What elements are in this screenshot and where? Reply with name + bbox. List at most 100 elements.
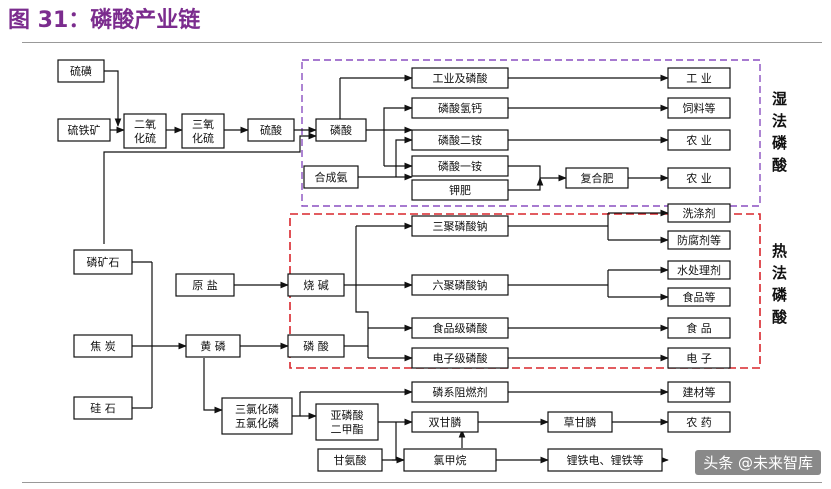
node-linsuan-wet: 磷酸: [315, 118, 367, 142]
node-label: 建材等: [683, 385, 716, 399]
node-label: 复合肥: [581, 171, 614, 185]
node-liutie: 硫磺: [57, 59, 105, 83]
watermark: 头条 @未来智库: [695, 450, 821, 475]
node-label: 农 业: [686, 133, 712, 147]
node-label: 三聚磷酸钠: [433, 219, 488, 233]
node-dianziji: 电子级磷酸: [411, 347, 509, 369]
node-box: [411, 155, 509, 177]
node-liutiekuang: 硫铁矿: [57, 118, 111, 142]
node-label: 甘氨酸: [334, 453, 367, 467]
node-fuhefei: 复合肥: [565, 167, 629, 189]
node-label: 工 业: [686, 72, 712, 85]
node-box: [181, 113, 225, 149]
node-label: 磷酸氢钙: [438, 101, 482, 115]
node-label: 硅 石: [90, 402, 116, 415]
node-label: 洗涤剂: [683, 206, 716, 220]
title-divider: [22, 42, 822, 43]
node-box: [315, 118, 367, 142]
node-label: 化硫: [192, 131, 214, 145]
node-yuanyan: 原 盐: [175, 273, 235, 297]
node-linxizuranji: 磷系阻燃剂: [411, 381, 509, 403]
node-label: 工业及磷酸: [433, 71, 488, 85]
node-box: [411, 97, 509, 119]
node-label: 五氯化磷: [235, 416, 279, 430]
node-box: [667, 230, 731, 250]
node-liuju: 六聚磷酸钠: [411, 274, 509, 296]
node-shuanggan: 双甘膦: [411, 411, 479, 433]
node-box: [57, 118, 111, 142]
node-box: [667, 167, 731, 189]
node-label: 亚磷酸: [331, 408, 364, 422]
thermal-process-label: 热法磷酸: [772, 242, 788, 326]
wet-process-label: 湿法磷酸: [772, 90, 788, 174]
node-box: [403, 448, 497, 472]
node-out-nongye1: 农 业: [667, 129, 731, 151]
node-label: 电子级磷酸: [433, 351, 488, 365]
node-jiafei: 钾肥: [411, 179, 509, 201]
node-label: 农 业: [686, 171, 712, 185]
wet-process-zone: [301, 59, 761, 207]
node-box: [667, 287, 731, 307]
node-box: [667, 129, 731, 151]
node-label: 饲料等: [683, 101, 716, 115]
node-shaojian: 烧 碱: [287, 273, 345, 297]
node-label: 电 子: [686, 352, 712, 365]
node-label: 硫磺: [70, 64, 92, 78]
node-out-dianzi: 电 子: [667, 347, 731, 369]
node-label: 防腐剂等: [677, 233, 721, 247]
node-label: 磷酸一铵: [438, 159, 482, 173]
node-label: 食 品: [686, 321, 712, 335]
node-label: 磷 酸: [303, 339, 329, 353]
node-box: [547, 411, 613, 433]
node-label: 合成氨: [315, 170, 348, 184]
node-gongye-linsuan: 工业及磷酸: [411, 67, 509, 89]
node-sanju: 三聚磷酸钠: [411, 215, 509, 237]
node-box: [411, 274, 509, 296]
node-label: 三氧: [192, 117, 214, 131]
node-linsuan-qinggai: 磷酸氢钙: [411, 97, 509, 119]
node-out-nongye2: 农 业: [667, 167, 731, 189]
node-box: [547, 448, 663, 472]
node-box: [667, 347, 731, 369]
node-label: 黄 磷: [200, 339, 226, 353]
node-box: [221, 397, 293, 435]
node-linsuan-eran: 磷酸二铵: [411, 129, 509, 151]
node-box: [175, 273, 235, 297]
node-box: [303, 165, 359, 189]
node-xidiji: 洗涤剂: [667, 203, 731, 223]
node-label: 食品等: [683, 290, 716, 304]
node-guishi: 硅 石: [73, 396, 133, 420]
node-shipin-deng: 食品等: [667, 287, 731, 307]
page-title: 图 31：磷酸产业链: [8, 8, 201, 33]
node-box: [315, 403, 379, 441]
node-label: 原 盐: [192, 279, 218, 292]
node-out-siliao: 饲料等: [667, 97, 731, 119]
node-label: 食品级磷酸: [433, 321, 488, 335]
node-label: 锂铁电、锂铁等: [567, 453, 644, 467]
node-box: [123, 113, 167, 149]
node-label: 六聚磷酸钠: [433, 278, 488, 292]
node-label: 水处理剂: [677, 263, 721, 277]
node-box: [411, 347, 509, 369]
node-label: 草甘膦: [564, 416, 597, 429]
node-linsuan-hot: 磷 酸: [287, 334, 345, 358]
node-box: [411, 67, 509, 89]
node-box: [667, 381, 731, 403]
node-out-shipin: 食 品: [667, 317, 731, 339]
node-huanglin: 黄 磷: [185, 334, 241, 358]
node-hechengan: 合成氨: [303, 165, 359, 189]
bottom-divider: [22, 482, 822, 483]
node-label: 三氯化磷: [235, 402, 279, 416]
node-fangfuji: 防腐剂等: [667, 230, 731, 250]
node-label: 化硫: [134, 131, 156, 145]
node-box: [247, 118, 295, 142]
node-shipinji: 食品级磷酸: [411, 317, 509, 339]
node-box: [411, 381, 509, 403]
node-box: [667, 203, 731, 223]
node-box: [57, 59, 105, 83]
